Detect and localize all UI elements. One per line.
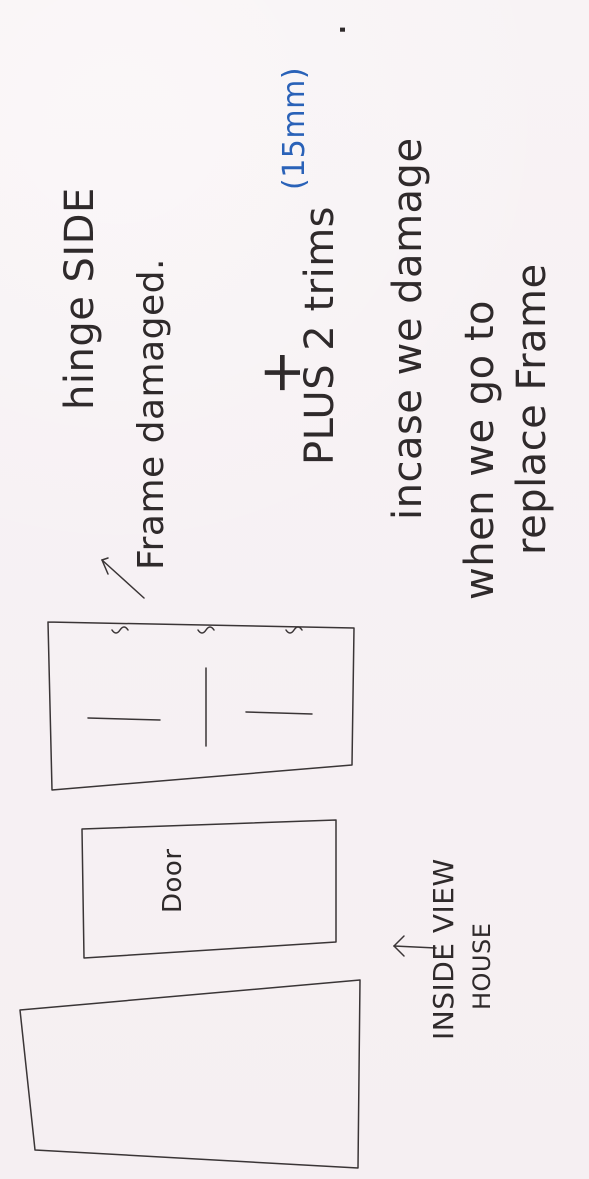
hinge-mark-3 (286, 627, 302, 633)
arrow-to-frame-head-a (102, 558, 108, 560)
hinge-side-label: hinge SIDE (60, 187, 100, 410)
door-label: Door (160, 848, 186, 913)
arrow-to-door-head-b (394, 946, 404, 956)
frame-damaged-label: Frame damaged. (134, 258, 170, 570)
when-label: when we go to (460, 300, 500, 600)
frame-line-3 (246, 712, 312, 714)
replace-label: replace Frame (512, 263, 552, 555)
arrow-to-door-head-a (394, 936, 404, 946)
incase-label: incase we damage (388, 137, 428, 520)
hinge-mark-1 (112, 627, 128, 633)
hinge-mark-2 (198, 627, 214, 633)
door-outline (82, 820, 336, 958)
trims-qty-label: (15mm) (280, 67, 310, 190)
frame-outline (48, 622, 354, 790)
house-label: HOUSE (470, 923, 494, 1010)
trims-dot: . (312, 23, 352, 36)
frame-line-1 (88, 718, 160, 720)
plus-trims-label: PLUS 2 trims (300, 206, 340, 465)
inside-view-label: INSIDE VIEW (430, 858, 458, 1040)
wall-outline (20, 980, 360, 1168)
